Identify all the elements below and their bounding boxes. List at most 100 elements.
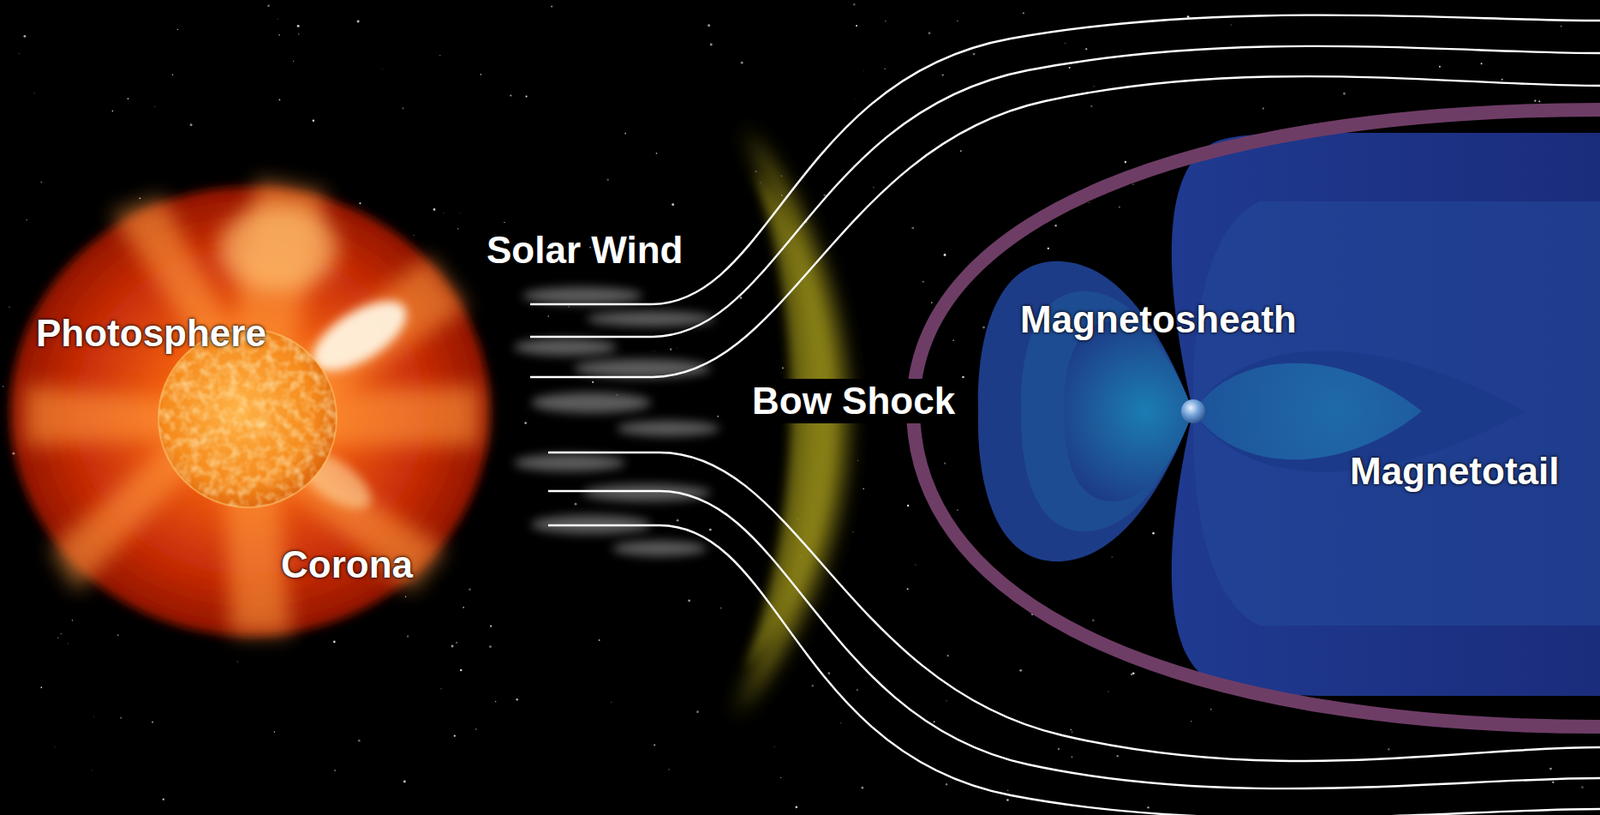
star [33,92,35,94]
star [1022,11,1025,14]
star [190,123,193,126]
star [872,186,874,188]
star [1054,224,1057,227]
star [943,462,946,465]
star [515,698,519,701]
star [933,720,936,723]
star [675,346,678,349]
star [119,716,121,718]
star [138,197,141,199]
star [112,110,114,113]
star [591,381,594,383]
star [883,67,886,70]
star [1146,805,1150,809]
star [982,326,986,329]
star [754,170,757,173]
star [1549,767,1553,771]
star [1130,673,1133,675]
star [942,73,944,76]
star [671,202,675,206]
star [1107,690,1109,692]
star [403,780,406,783]
tail-lobe-inner [1193,363,1422,460]
star [811,684,814,687]
region-label: Bow Shock [746,378,961,424]
star [333,640,336,644]
star [172,74,174,76]
star [973,53,976,56]
star [961,376,965,379]
star [1501,78,1504,81]
wind-streak [573,358,711,378]
star [1006,798,1009,801]
star [67,642,69,644]
corona-halo [10,186,490,636]
star [1019,668,1022,672]
wind-streak [612,540,707,556]
star [610,701,613,704]
star [1064,42,1066,44]
star [550,5,553,7]
star [298,33,299,35]
star [237,661,239,663]
sun-photosphere [158,328,337,508]
wind-streak [522,286,643,305]
star [1071,755,1074,758]
star [412,234,414,236]
star [40,181,42,184]
region-label: Solar Wind [486,227,683,274]
star [1560,25,1563,28]
star [856,688,859,691]
star [1116,754,1119,757]
star [1152,531,1155,535]
star [1230,24,1232,26]
solar-wind-streaks [513,286,720,556]
star [1068,66,1071,69]
star [669,347,673,351]
star [381,67,383,70]
star [459,668,462,671]
star [457,227,460,230]
star [267,5,269,7]
star [943,253,947,257]
star [503,221,505,223]
star [907,504,909,507]
star [455,641,458,644]
star [292,60,294,62]
star [297,24,300,28]
star [653,743,656,746]
earth [1181,399,1206,424]
star [154,106,156,108]
region-label: Photosphere [35,310,267,357]
star [451,644,454,647]
wind-streak [513,338,617,356]
star [746,481,749,484]
star [782,366,784,369]
star [459,211,461,214]
wind-streak [586,310,716,327]
star [960,149,962,152]
star [922,280,925,283]
corona-glow [10,179,490,636]
star [692,463,694,466]
star [1111,555,1113,557]
star [1124,161,1128,164]
wind-streak [616,420,720,436]
star [598,638,601,641]
star [828,671,831,675]
star [1071,730,1073,732]
star [1057,747,1060,750]
star [1090,105,1093,108]
wind-streak [531,392,651,413]
star [567,305,569,307]
field-line [530,76,1600,377]
star [92,715,95,717]
star [278,34,281,36]
star [489,644,492,648]
star [358,202,361,204]
star [710,43,713,47]
corona-bright-patch [218,205,339,292]
star [433,208,436,211]
star [907,587,909,590]
